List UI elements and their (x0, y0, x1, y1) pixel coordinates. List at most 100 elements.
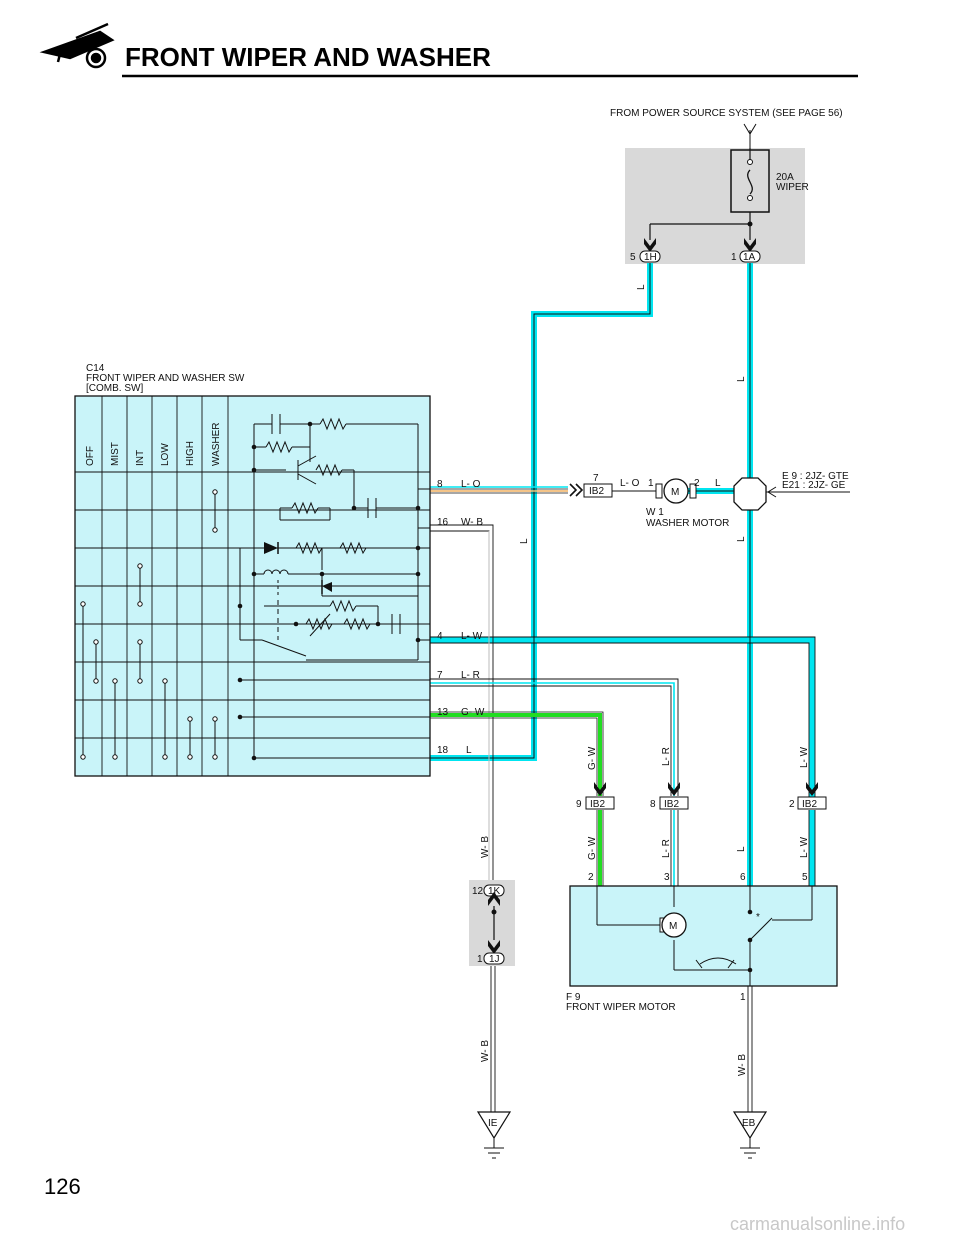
svg-text:G- W: G- W (587, 746, 598, 770)
svg-text:IB2: IB2 (664, 799, 679, 810)
pin-wire-color: L- O (461, 479, 481, 490)
switch-code: C14 (86, 363, 105, 374)
svg-text:L- W: L- W (799, 836, 810, 858)
pin-number: 13 (437, 707, 449, 718)
wire-gw (430, 711, 604, 886)
ib2-connector-8: IB2 8 (650, 782, 689, 810)
header-logo-icon (39, 22, 115, 69)
position-high: HIGH (185, 441, 196, 466)
svg-text:IB2: IB2 (589, 486, 604, 497)
wiper-motor-symbol (661, 912, 687, 938)
svg-text:W- B: W- B (737, 1054, 748, 1076)
svg-text:8: 8 (650, 799, 656, 810)
cyan-wire-cores (430, 263, 751, 886)
switch-position-labels: OFF MIST INT LOW HIGH WASHER (85, 422, 222, 466)
svg-text:G- W: G- W (587, 836, 598, 860)
switch-junction-dots (237, 421, 421, 761)
svg-text:3: 3 (664, 872, 670, 883)
pin-number: 7 (437, 670, 443, 681)
position-int: INT (135, 450, 146, 466)
svg-text:1H: 1H (644, 252, 657, 263)
wire-lw (430, 636, 816, 886)
ground-eb: EB (732, 1111, 768, 1159)
svg-text:1K: 1K (488, 886, 501, 897)
svg-text:L- R: L- R (661, 839, 672, 858)
svg-text:L- W: L- W (799, 746, 810, 768)
position-low: LOW (160, 443, 171, 466)
wire-lo (430, 486, 568, 494)
pin-wire-color: L- W (461, 631, 483, 642)
svg-text:5: 5 (802, 872, 808, 883)
position-off: OFF (85, 446, 96, 466)
page-number: 126 (44, 1174, 81, 1199)
page-title: FRONT WIPER AND WASHER (125, 42, 491, 72)
fuse-name: WIPER (776, 182, 809, 193)
washer-wire-in: L- O (620, 478, 640, 489)
connector-1h (639, 250, 661, 263)
switch-name: FRONT WIPER AND WASHER SW (86, 373, 245, 384)
ground-note-line2: E21 : 2JZ- GE (782, 480, 846, 491)
ib2-connector-9: IB2 9 (576, 782, 615, 810)
connector-1a (739, 250, 761, 263)
ib2-connector-2: IB2 2 (789, 782, 827, 810)
switch-sub: [COMB. SW] (86, 383, 143, 394)
arrow-icon (767, 486, 777, 498)
pin-number: 8 (437, 479, 443, 490)
diode-icon (264, 542, 278, 554)
pin-wire-color: L- R (461, 670, 480, 681)
switch-internal-circuit (239, 414, 430, 759)
wiper-motor-name: FRONT WIPER MOTOR (566, 1002, 676, 1013)
connector-arrow-icon (488, 940, 500, 954)
svg-text:*: * (756, 912, 760, 923)
svg-text:IB2: IB2 (802, 799, 817, 810)
svg-text:5: 5 (630, 252, 636, 263)
svg-text:2: 2 (588, 872, 594, 883)
position-washer: WASHER (211, 422, 222, 466)
svg-text:1: 1 (648, 478, 654, 489)
svg-text:L: L (736, 376, 747, 382)
fuse-amp: 20A (776, 172, 794, 183)
svg-text:2: 2 (694, 478, 700, 489)
svg-text:EB: EB (742, 1118, 756, 1129)
svg-text:1: 1 (477, 954, 483, 965)
connector-arrow-icon (594, 782, 606, 796)
connector-arrow-icon (668, 782, 680, 796)
svg-text:1A: 1A (743, 252, 756, 263)
wire-labels: L L L L L G- W G- W L- R L- R L- W L- W … (480, 284, 810, 1076)
svg-text:W- B: W- B (480, 836, 491, 858)
wiper-motor-internal (596, 886, 813, 986)
svg-text:L: L (736, 846, 747, 852)
wire-wb (430, 524, 753, 1112)
wire-lr (430, 678, 679, 886)
svg-text:7: 7 (593, 473, 599, 484)
svg-text:6: 6 (740, 872, 746, 883)
washer-motor-code: W 1 (646, 507, 664, 518)
connector-1j (483, 952, 505, 965)
connector-1h-icon (644, 238, 656, 252)
connector-arrow-icon (488, 892, 500, 906)
svg-text:12: 12 (472, 886, 484, 897)
svg-text:L: L (519, 538, 530, 544)
watermark: carmanualsonline.info (730, 1214, 905, 1234)
switch-pin-labels: 8 L- O 16 W- B 4 L- W 7 L- R 13 G- W 18 … (437, 479, 485, 756)
pin-number: 4 (437, 631, 443, 642)
svg-text:M: M (669, 921, 677, 932)
washer-motor-name: WASHER MOTOR (646, 518, 729, 529)
ground-note-line1: E 9 : 2JZ- GTE (782, 471, 849, 482)
svg-text:1J: 1J (489, 954, 500, 965)
power-source-note: FROM POWER SOURCE SYSTEM (SEE PAGE 56) (610, 108, 843, 119)
diode-icon (322, 582, 332, 592)
svg-text:9: 9 (576, 799, 582, 810)
svg-text:W- B: W- B (480, 1040, 491, 1062)
wiper-motor-box (569, 885, 838, 987)
connector-arrow-icon (806, 782, 818, 796)
pin-number: 18 (437, 745, 449, 756)
svg-text:IB2: IB2 (590, 799, 605, 810)
pin-number: 16 (437, 517, 449, 528)
svg-text:1: 1 (731, 252, 737, 263)
pin-wire-color: G- W (461, 707, 485, 718)
svg-text:IE: IE (488, 1118, 498, 1129)
arrow-icon (575, 483, 584, 497)
fuse-icon (747, 169, 753, 195)
